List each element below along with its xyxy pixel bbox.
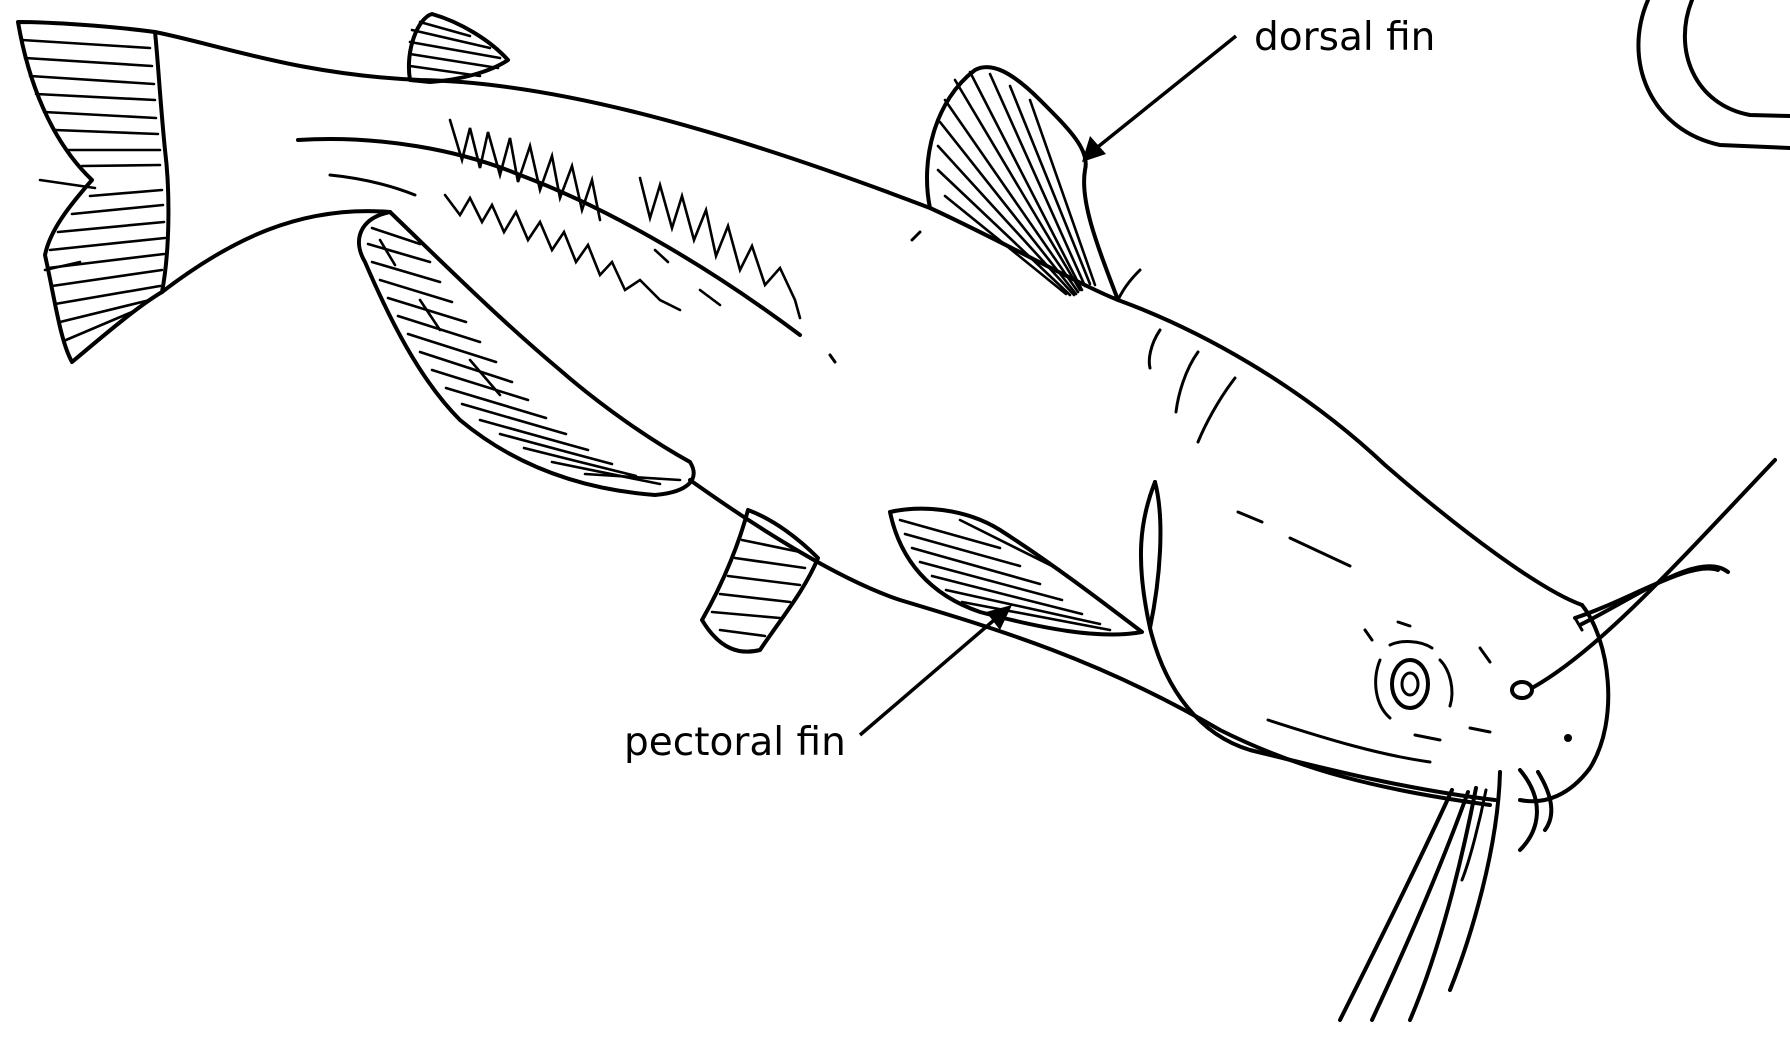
barbels xyxy=(1340,460,1775,1020)
anal-fin xyxy=(359,212,694,495)
dorsal-fin xyxy=(927,67,1140,300)
pectoral-fin-label: pectoral fin xyxy=(624,723,846,762)
side-streaks xyxy=(445,120,800,318)
tail-fin xyxy=(18,22,168,362)
pectoral-fin xyxy=(890,509,1142,635)
adipose-fin xyxy=(409,14,508,82)
dorsal-fin-label: dorsal fin xyxy=(1254,18,1435,57)
corner-circle-ornament xyxy=(1638,0,1790,148)
fish-eye xyxy=(1365,622,1490,740)
fish-body xyxy=(155,32,1608,805)
pectoral-fin-pointer xyxy=(860,605,1012,735)
dorsal-fin-pointer xyxy=(1082,36,1236,162)
pelvic-fin xyxy=(702,510,818,652)
